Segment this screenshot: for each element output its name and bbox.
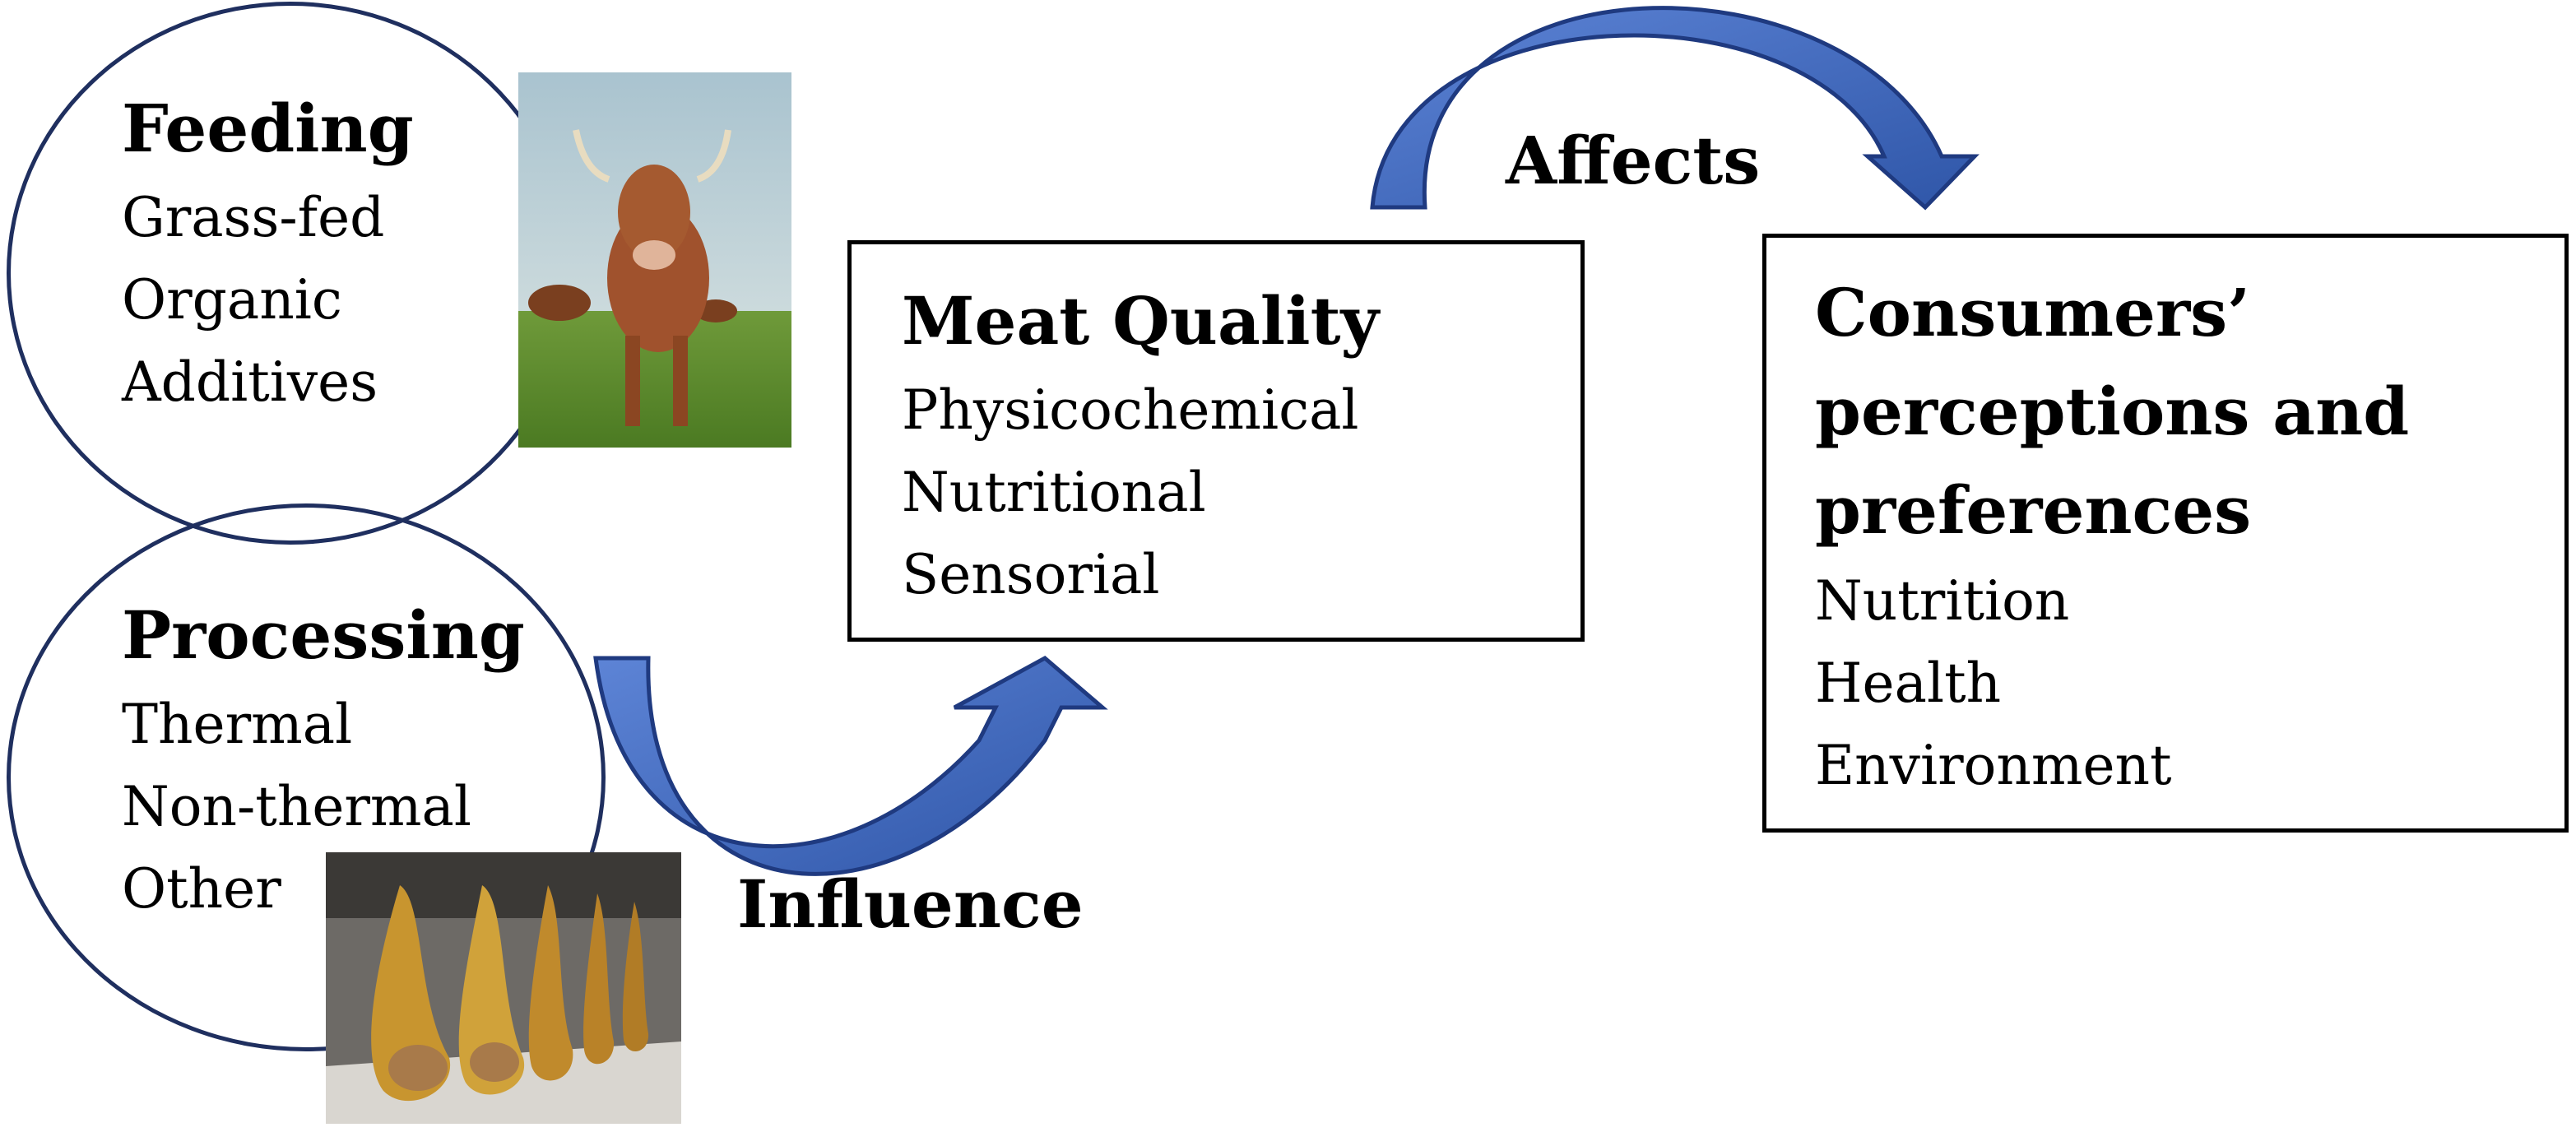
consumers-item-health: Health	[1815, 652, 2002, 715]
feeding-item-additives: Additives	[122, 350, 378, 414]
consumers-title-line-1: Consumers’	[1815, 274, 2250, 351]
consumers-item-nutrition: Nutrition	[1815, 569, 2070, 633]
processing-title: Processing	[122, 596, 525, 674]
affects-arrow	[1370, 6, 1980, 211]
ham-photo	[326, 852, 681, 1124]
meat-quality-item-nutritional: Nutritional	[902, 461, 1206, 524]
influence-arrow	[593, 655, 1108, 876]
processing-item-other: Other	[122, 857, 281, 921]
consumers-title-line-3: preferences	[1815, 471, 2252, 549]
feeding-item-organic: Organic	[122, 268, 342, 332]
consumers-title-line-2: perceptions and	[1815, 373, 2410, 450]
consumers-item-environment: Environment	[1815, 734, 2172, 797]
meat-quality-title: Meat Quality	[902, 282, 1379, 360]
ham-image	[326, 852, 681, 1124]
affects-label: Affects	[1506, 122, 1761, 199]
meat-quality-item-sensorial: Sensorial	[902, 543, 1160, 606]
processing-ellipse	[7, 503, 606, 1051]
feeding-title: Feeding	[122, 90, 414, 167]
consumers-box	[1762, 234, 2569, 833]
feeding-item-grass-fed: Grass-fed	[122, 186, 385, 249]
meat-quality-box	[847, 240, 1585, 642]
processing-item-thermal: Thermal	[122, 693, 353, 756]
meat-quality-item-physicochemical: Physicochemical	[902, 378, 1359, 442]
cow-photo	[518, 72, 791, 448]
influence-label: Influence	[737, 865, 1084, 943]
cow-image	[518, 72, 791, 448]
processing-item-non-thermal: Non-thermal	[122, 775, 471, 838]
